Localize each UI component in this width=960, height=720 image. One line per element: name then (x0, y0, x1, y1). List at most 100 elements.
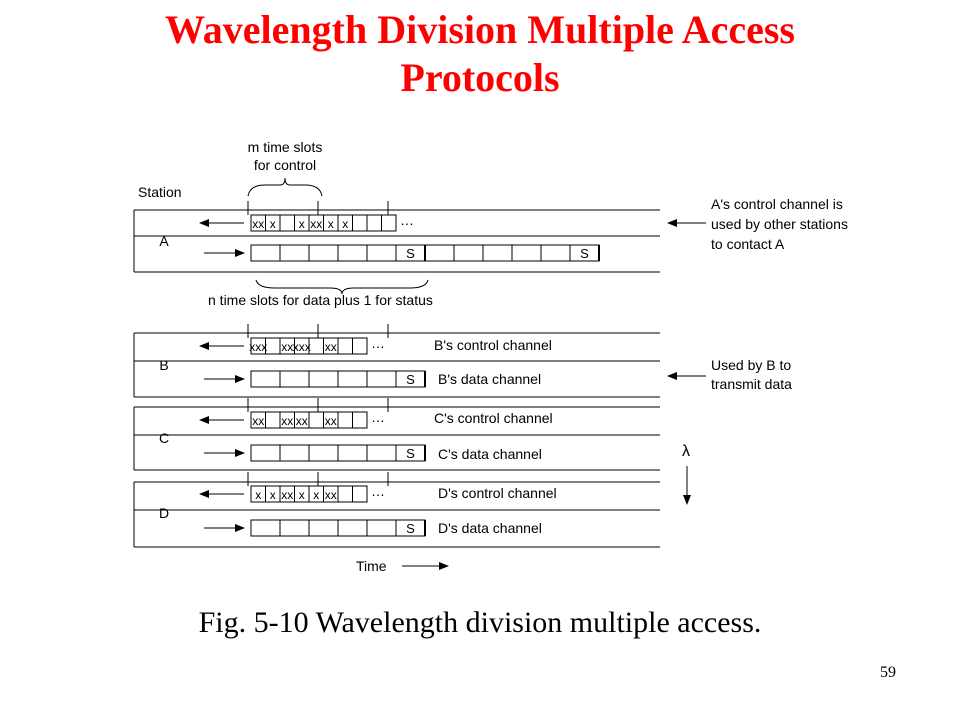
control-ellipsis: … (371, 409, 385, 425)
b-data-channel-label: B's data channel (438, 371, 541, 387)
control-slot (381, 214, 397, 232)
control-slot-label: xx (252, 217, 264, 231)
control-slot-label: xx (310, 217, 322, 231)
b-data-note-line1: Used by B to (711, 357, 791, 373)
station-a-box (133, 209, 660, 273)
title-line-2: Protocols (400, 55, 560, 100)
control-slot (352, 214, 368, 232)
status-slot-label: S (580, 246, 589, 261)
control-slot (308, 411, 324, 429)
status-slot-label: S (406, 521, 415, 536)
data-slot (337, 244, 368, 262)
data-slot (279, 444, 310, 462)
control-slot (352, 485, 368, 503)
b-data-note-line2: transmit data (711, 376, 792, 392)
control-slot (265, 411, 281, 429)
data-slot (366, 519, 397, 537)
control-slot-label: xxx (293, 340, 311, 354)
data-slot (250, 519, 281, 537)
slide-title: Wavelength Division Multiple Access Prot… (0, 6, 960, 102)
control-slot-label: x (255, 488, 261, 502)
station-d-label: D (159, 505, 169, 521)
control-slot (352, 411, 368, 429)
data-slot (279, 370, 310, 388)
station-d-data-slots: S (204, 519, 426, 537)
data-slot (308, 370, 339, 388)
station-c-data-slots: S (204, 444, 426, 462)
c-data-channel-label: C's data channel (438, 446, 542, 462)
control-slot-label: xx (281, 414, 293, 428)
d-data-channel-label: D's data channel (438, 520, 542, 536)
data-slot (308, 519, 339, 537)
data-slot (366, 444, 397, 462)
m-slots-label-line1: m time slots (248, 139, 323, 155)
station-d-box (133, 481, 660, 548)
data-slot (482, 244, 513, 262)
lambda-label: λ (682, 443, 690, 460)
data-slot (337, 444, 368, 462)
title-line-1: Wavelength Division Multiple Access (165, 7, 795, 52)
data-slot (250, 444, 281, 462)
data-slot (453, 244, 484, 262)
data-slot (424, 244, 455, 262)
data-slot (308, 444, 339, 462)
m-slots-label-line2: for control (254, 157, 316, 173)
data-slot (337, 370, 368, 388)
status-slot-label: S (406, 446, 415, 461)
status-slot-label: S (406, 246, 415, 261)
a-control-note-line3: to contact A (711, 236, 785, 252)
control-slot (337, 485, 353, 503)
d-control-channel-label: D's control channel (438, 485, 557, 501)
figure-caption: Fig. 5-10 Wavelength division multiple a… (198, 606, 762, 639)
data-slot (366, 370, 397, 388)
control-slot (265, 337, 281, 355)
control-slot (366, 214, 382, 232)
control-slot-label: x (313, 488, 319, 502)
control-slot-label: x (342, 217, 348, 231)
n-slots-brace (255, 279, 429, 295)
control-slot-label: x (299, 217, 305, 231)
control-slot-label: xx (281, 340, 293, 354)
control-slot-label: xx (325, 414, 337, 428)
data-slot (250, 370, 281, 388)
station-b-label: B (159, 357, 168, 373)
control-ellipsis: … (371, 335, 385, 351)
control-slot-label: xx (281, 488, 293, 502)
control-slot (337, 337, 353, 355)
control-slot-label: xx (325, 488, 337, 502)
a-control-note-line2: used by other stations (711, 216, 848, 232)
station-a-label: A (159, 233, 169, 249)
data-slot (308, 244, 339, 262)
data-slot (366, 244, 397, 262)
control-slot-label: x (270, 217, 276, 231)
control-slot (279, 214, 295, 232)
station-c-box (133, 406, 660, 471)
b-control-channel-label: B's control channel (434, 337, 552, 353)
control-slot-label: xx (325, 340, 337, 354)
control-slot (337, 411, 353, 429)
station-b-data-slots: S (204, 370, 426, 388)
a-control-note-line1: A's control channel is (711, 196, 843, 212)
data-slot (337, 519, 368, 537)
data-slot (279, 519, 310, 537)
station-c-label: C (159, 430, 169, 446)
control-slot-label: x (270, 488, 276, 502)
data-slot (279, 244, 310, 262)
time-label: Time (356, 558, 387, 574)
control-slot-label: xxx (249, 340, 267, 354)
data-slot (250, 244, 281, 262)
station-header: Station (138, 184, 182, 200)
data-slot (511, 244, 542, 262)
control-ellipsis: … (400, 212, 414, 228)
data-slot (540, 244, 571, 262)
control-slot-label: xx (252, 414, 264, 428)
control-slot (352, 337, 368, 355)
control-slot-label: xx (296, 414, 308, 428)
station-b-box (133, 332, 660, 398)
